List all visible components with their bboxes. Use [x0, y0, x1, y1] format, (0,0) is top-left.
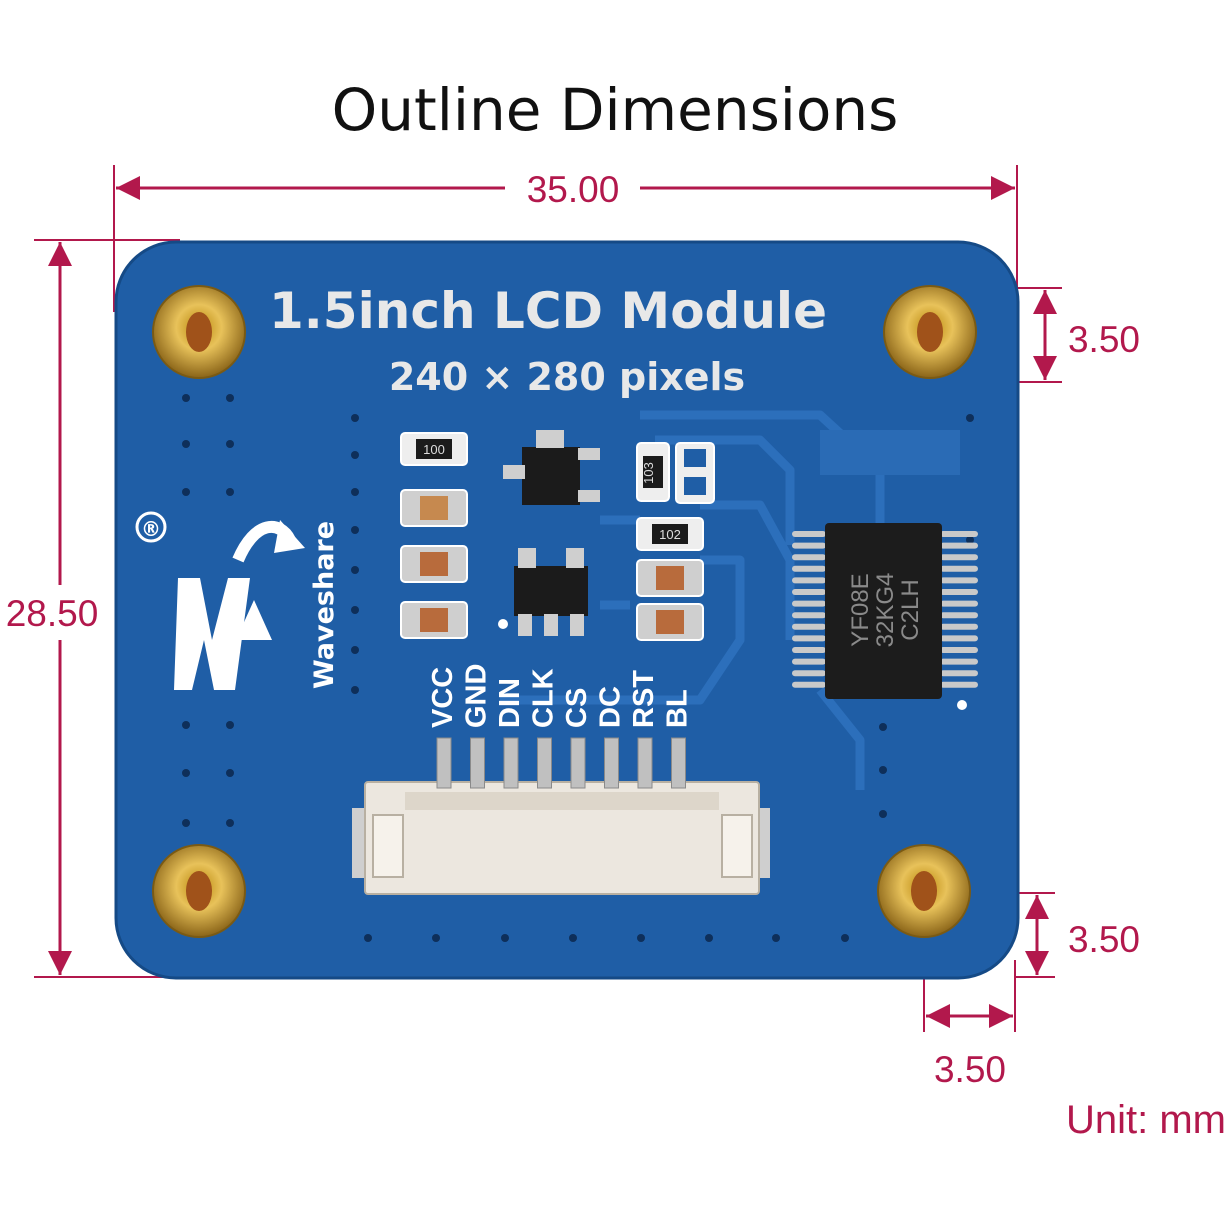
ic-pin [940, 577, 978, 584]
ic-pin [940, 635, 978, 642]
hole-offset-top-label: 3.50 [1068, 319, 1140, 360]
resistor-labels: 100 103 102 [423, 442, 681, 542]
height-label: 28.50 [6, 593, 99, 634]
ic-pin [792, 635, 826, 642]
pin-label-clk: CLK [528, 668, 560, 728]
ic-pin [792, 554, 826, 561]
chip-markings: YF08E 32KG4 C2LH [847, 573, 924, 648]
ic-pin [792, 577, 826, 584]
ic-pin [792, 623, 826, 630]
ic-pin [940, 600, 978, 607]
connector-pin [537, 737, 552, 789]
ic-pin [792, 681, 826, 688]
registered-mark: ® [141, 517, 161, 541]
dimension-labels: 35.00 28.50 3.50 3.50 3.50 [6, 169, 1140, 1090]
via-dots [182, 394, 974, 942]
ic-pin [792, 531, 826, 537]
ic-pin [940, 670, 978, 677]
unit-label: Unit: mm [1066, 1098, 1226, 1142]
ic-pin [940, 542, 978, 549]
ic-pin [940, 623, 978, 630]
ic-pin [940, 589, 978, 595]
ic-pin [792, 658, 826, 665]
ic-pin [792, 542, 826, 549]
pin-label-bl: BL [662, 689, 694, 728]
connector [352, 737, 770, 895]
ic-pin [940, 647, 978, 653]
ic-pin [792, 565, 826, 572]
ic-pin [940, 565, 978, 572]
connector-pin [671, 737, 686, 789]
ic-pin [792, 670, 826, 677]
pin-label-vcc: VCC [427, 667, 459, 728]
connector-pin [503, 737, 519, 789]
resistors [400, 432, 715, 551]
resistor-label-103: 103 [641, 462, 656, 484]
ic-chip [792, 523, 978, 710]
ic-pin [792, 600, 826, 607]
pin-label-dc: DC [595, 686, 627, 728]
ic-pin [940, 612, 978, 619]
width-label: 35.00 [527, 169, 620, 210]
dimension-arrows [48, 176, 1057, 1028]
ic-pin [792, 647, 826, 653]
chip-marking-1: YF08E [847, 573, 874, 646]
pin-label-gnd: GND [461, 664, 493, 728]
chip-marking-3: C2LH [897, 579, 924, 640]
ic-pin [792, 612, 826, 619]
connector-pin [570, 737, 586, 789]
chip-marking-2: 32KG4 [872, 573, 899, 648]
mounting-holes [152, 285, 977, 938]
hole-offset-bottom-label: 3.50 [1068, 919, 1140, 960]
connector-pin [470, 737, 485, 789]
hole-offset-side-label: 3.50 [934, 1049, 1006, 1090]
ic-pin [940, 681, 978, 688]
pin-label-cs: CS [561, 688, 593, 728]
capacitors [400, 489, 704, 641]
ic-pin [792, 589, 826, 595]
board-subtitle: 240 × 280 pixels [389, 355, 745, 399]
connector-pin [604, 737, 619, 789]
ic-pin [940, 658, 978, 665]
board-title: 1.5inch LCD Module [269, 282, 827, 340]
sot-components [498, 430, 600, 636]
connector-pin [637, 737, 653, 789]
pin-label-din: DIN [494, 678, 526, 728]
resistor-label-100: 100 [423, 442, 445, 457]
page-title: Outline Dimensions [331, 76, 899, 144]
ic-pin [940, 531, 978, 537]
connector-pin [436, 737, 452, 789]
waveshare-logo-icon [135, 511, 305, 690]
ic-pin [940, 554, 978, 561]
brand-label: Waveshare [309, 521, 340, 689]
resistor-label-102: 102 [659, 527, 681, 542]
pin-label-rst: RST [628, 670, 660, 728]
